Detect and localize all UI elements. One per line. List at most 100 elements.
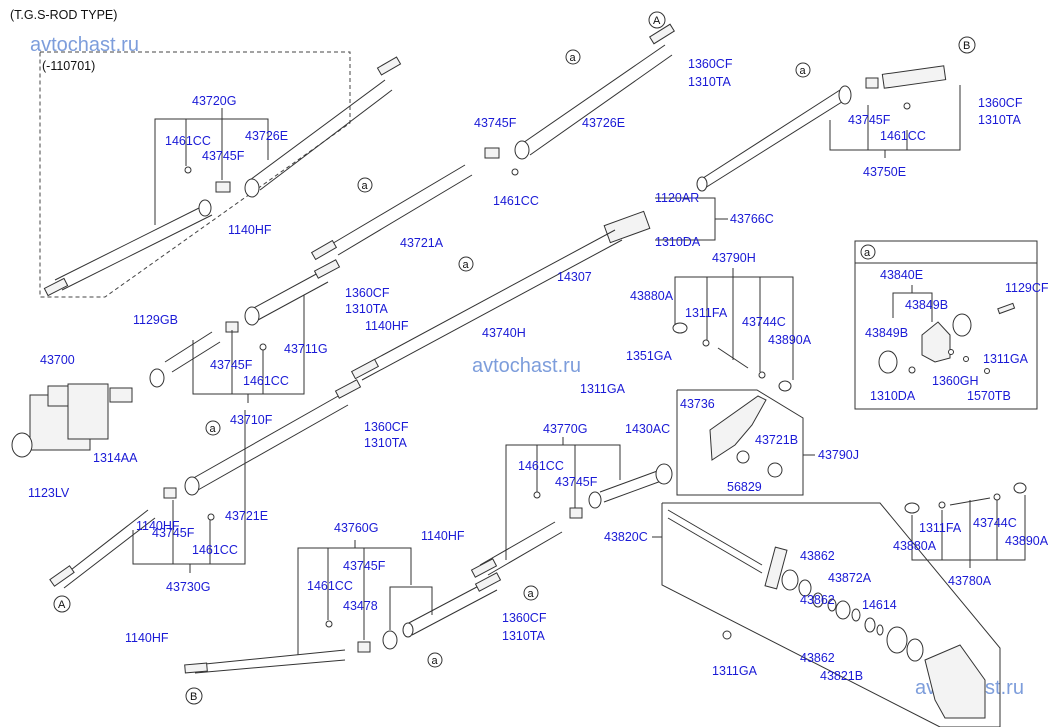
part-label-43745f[interactable]: 43745F xyxy=(343,559,386,573)
part-label-1461cc[interactable]: 1461CC xyxy=(880,129,926,143)
part-label-1360cf[interactable]: 1360CF xyxy=(688,57,733,71)
part-label-43790h[interactable]: 43790H xyxy=(712,251,756,265)
detail-a-label-43849b[interactable]: 43849B xyxy=(865,326,908,340)
part-label-43750e[interactable]: 43750E xyxy=(863,165,906,179)
yoke-icon xyxy=(838,85,852,105)
part-label-43880a[interactable]: 43880A xyxy=(630,289,674,303)
shaft-end-tab xyxy=(310,239,338,261)
part-label-1140hf[interactable]: 1140HF xyxy=(228,223,272,237)
part-label-1140hf[interactable]: 1140HF xyxy=(421,529,465,543)
part-label-1311ga[interactable]: 1311GA xyxy=(712,664,758,678)
part-label-1351ga[interactable]: 1351GA xyxy=(626,349,673,363)
part-label-1311fa[interactable]: 1311FA xyxy=(685,306,728,320)
part-label-43744c[interactable]: 43744C xyxy=(973,516,1017,530)
part-label-43721e[interactable]: 43721E xyxy=(225,509,268,523)
part-label-43740h[interactable]: 43740H xyxy=(482,326,526,340)
part-label-1360cf[interactable]: 1360CF xyxy=(364,420,409,434)
part-label-43770g[interactable]: 43770G xyxy=(543,422,587,436)
part-label-43736[interactable]: 43736 xyxy=(680,397,715,411)
part-label-1360cf[interactable]: 1360CF xyxy=(345,286,390,300)
ref-marker-a-text: a xyxy=(432,655,439,667)
universal-joint-icon xyxy=(484,147,500,159)
detail-a-label-1570tb[interactable]: 1570TB xyxy=(967,389,1011,403)
part-label-43745f[interactable]: 43745F xyxy=(210,358,253,372)
part-label-1430ac[interactable]: 1430AC xyxy=(625,422,670,436)
part-label-43862[interactable]: 43862 xyxy=(800,593,835,607)
shaft-edge xyxy=(171,341,221,373)
bolt-1129cf xyxy=(997,302,1016,315)
part-label-14614[interactable]: 14614 xyxy=(862,598,897,612)
part-label-1140hf[interactable]: 1140HF xyxy=(125,631,169,645)
part-label-43780a[interactable]: 43780A xyxy=(948,574,992,588)
part-label-43872a[interactable]: 43872A xyxy=(828,571,872,585)
part-label-1310ta[interactable]: 1310TA xyxy=(345,302,389,316)
part-label-1140hf[interactable]: 1140HF xyxy=(136,519,180,533)
part-label-43744c[interactable]: 43744C xyxy=(742,315,786,329)
shaft-43760g-upper xyxy=(404,579,491,626)
part-label-1140hf[interactable]: 1140HF xyxy=(365,319,409,333)
part-label-1129gb[interactable]: 1129GB xyxy=(133,313,178,327)
detail-a-label-1311ga[interactable]: 1311GA xyxy=(983,352,1029,366)
part-label-43745f[interactable]: 43745F xyxy=(555,475,598,489)
part-label-43730g[interactable]: 43730G xyxy=(166,580,210,594)
part-label-43890a[interactable]: 43890A xyxy=(1005,534,1049,548)
part-label-1310da[interactable]: 1310DA xyxy=(655,235,701,249)
part-label-14307[interactable]: 14307 xyxy=(557,270,592,284)
part-label-43721a[interactable]: 43721A xyxy=(400,236,444,250)
part-label-1360cf[interactable]: 1360CF xyxy=(978,96,1023,110)
shaft-end-tab xyxy=(313,259,341,279)
part-label-1461cc[interactable]: 1461CC xyxy=(493,194,539,208)
detail-a-label-43840e[interactable]: 43840E xyxy=(880,268,923,282)
ball-joint-icon xyxy=(1013,482,1027,494)
part-label-1310ta[interactable]: 1310TA xyxy=(502,629,546,643)
part-label-43790j[interactable]: 43790J xyxy=(818,448,859,462)
part-label-1461cc[interactable]: 1461CC xyxy=(165,134,211,148)
part-label-1461cc[interactable]: 1461CC xyxy=(243,374,289,388)
old-shaft-43720g-edge xyxy=(61,214,213,291)
part-label-43720g[interactable]: 43720G xyxy=(192,94,236,108)
part-label-43745f[interactable]: 43745F xyxy=(474,116,517,130)
detail-a-label-1129cf[interactable]: 1129CF xyxy=(1005,281,1049,295)
pin-1570tb xyxy=(984,368,990,374)
detail-a-label-43849b[interactable]: 43849B xyxy=(905,298,948,312)
part-label-1360cf[interactable]: 1360CF xyxy=(502,611,547,625)
part-label-43745f[interactable]: 43745F xyxy=(152,526,195,540)
bushing-43821b-icon xyxy=(886,626,908,654)
part-label-43700[interactable]: 43700 xyxy=(40,353,75,367)
ref-marker-a xyxy=(795,62,811,78)
part-label-43726e[interactable]: 43726E xyxy=(245,129,288,143)
part-label-43820c[interactable]: 43820C xyxy=(604,530,648,544)
detail-a-label-1360gh[interactable]: 1360GH xyxy=(932,374,979,388)
part-label-43745f[interactable]: 43745F xyxy=(202,149,245,163)
part-label-1461cc[interactable]: 1461CC xyxy=(192,543,238,557)
shaft-edge xyxy=(529,54,673,156)
part-label-1120ar[interactable]: 1120AR xyxy=(655,191,699,205)
ref-marker-a-text: a xyxy=(528,588,535,600)
part-label-1311fa[interactable]: 1311FA xyxy=(919,521,962,535)
shaft-end-tab xyxy=(649,23,675,45)
part-label-43711g[interactable]: 43711G xyxy=(284,342,328,356)
part-label-1461cc[interactable]: 1461CC xyxy=(518,459,564,473)
part-label-43760g[interactable]: 43760G xyxy=(334,521,378,535)
part-label-1123lv[interactable]: 1123LV xyxy=(28,486,70,500)
part-label-43890a[interactable]: 43890A xyxy=(768,333,812,347)
part-label-43880a[interactable]: 43880A xyxy=(893,539,937,553)
part-label-43862[interactable]: 43862 xyxy=(800,651,835,665)
part-label-1314aa[interactable]: 1314AA xyxy=(93,451,138,465)
part-label-43766c[interactable]: 43766C xyxy=(730,212,774,226)
part-label-1461cc[interactable]: 1461CC xyxy=(307,579,353,593)
part-label-43710f[interactable]: 43710F xyxy=(230,413,273,427)
part-label-43821b[interactable]: 43821B xyxy=(820,669,863,683)
part-label-1310ta[interactable]: 1310TA xyxy=(688,75,732,89)
part-label-1310ta[interactable]: 1310TA xyxy=(978,113,1022,127)
part-label-43862[interactable]: 43862 xyxy=(800,549,835,563)
flange-icon xyxy=(149,368,165,388)
part-label-43478[interactable]: 43478 xyxy=(343,599,378,613)
part-label-43745f[interactable]: 43745F xyxy=(848,113,891,127)
part-label-43726e[interactable]: 43726E xyxy=(582,116,625,130)
part-label-1311ga[interactable]: 1311GA xyxy=(580,382,626,396)
part-label-43721b[interactable]: 43721B xyxy=(755,433,798,447)
part-label-1310ta[interactable]: 1310TA xyxy=(364,436,408,450)
part-label-56829[interactable]: 56829 xyxy=(727,480,762,494)
detail-a-label-1310da[interactable]: 1310DA xyxy=(870,389,916,403)
